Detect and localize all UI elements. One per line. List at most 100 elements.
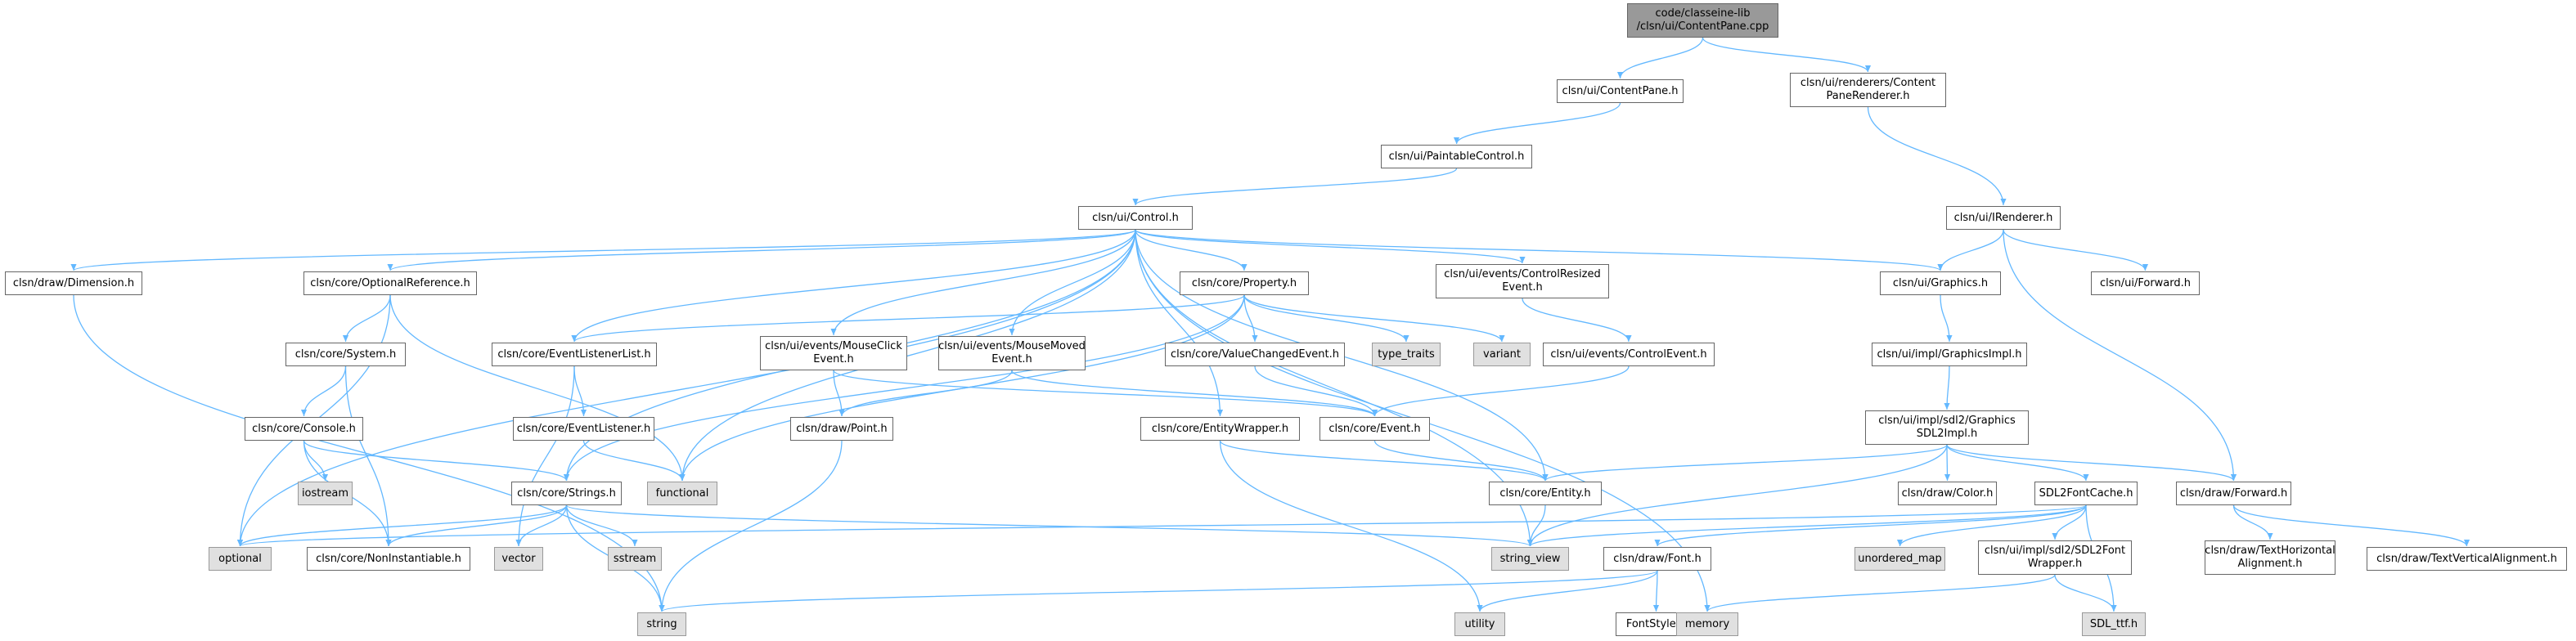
node-utility[interactable]: utility (1454, 612, 1505, 636)
node-entity-h[interactable]: clsn/core/Entity.h (1489, 482, 1602, 505)
node-iostream[interactable]: iostream (298, 482, 353, 505)
edge-point-h-to-string (659, 440, 843, 612)
edge-mousemovedevent-h-to-event-h (1011, 370, 1378, 417)
edge-control-h-to-mousemovedevent-h (1009, 229, 1136, 336)
edge-root-to-contentpanerenderer-h (1702, 37, 1872, 73)
edge-sdl2fontcache-h-to-font-h (1654, 504, 2087, 547)
edge-contentpanerenderer-h-to-irenderer-h (1867, 106, 2007, 206)
edge-font-h-to-fontstyle-h (1652, 570, 1660, 612)
node-strings-h[interactable]: clsn/core/Strings.h (511, 482, 622, 505)
edge-controlresizedevent-h-to-controlevent-h (1522, 298, 1632, 343)
edge-graphicsimpl-h-to-graphicssdl2impl-h (1944, 365, 1950, 410)
edge-sdl2fontcache-h-to-sdl2fontwrapper-h (2052, 504, 2087, 540)
node-contentpane-h[interactable]: clsn/ui/ContentPane.h (1557, 79, 1684, 103)
edge-graphicssdl2impl-h-to-color-h (1944, 444, 1951, 482)
edge-console-h-to-strings-h (303, 440, 570, 482)
node-optional[interactable]: optional (209, 547, 272, 571)
node-system-h[interactable]: clsn/core/System.h (285, 343, 406, 366)
node-point-h[interactable]: clsn/draw/Point.h (790, 417, 893, 441)
node-sdl-ttf-h[interactable]: SDL_ttf.h (2082, 612, 2146, 636)
edge-control-h-to-controlresizedevent-h (1135, 229, 1526, 264)
node-valuechangedevent-h[interactable]: clsn/core/ValueChangedEvent.h (1165, 343, 1345, 366)
edge-irenderer-h-to-ui-forward-h (2003, 229, 2149, 271)
edge-strings-h-to-noninstantiable-h (385, 504, 568, 547)
edge-control-h-to-optional (236, 229, 1136, 547)
node-mousemovedevent-h[interactable]: clsn/ui/events/MouseMoved Event.h (938, 336, 1086, 370)
node-mouseclickevent-h[interactable]: clsn/ui/events/MouseClick Event.h (760, 336, 907, 370)
node-event-h[interactable]: clsn/core/Event.h (1319, 417, 1430, 441)
node-sstream[interactable]: sstream (608, 547, 662, 571)
node-color-h[interactable]: clsn/draw/Color.h (1898, 482, 1997, 505)
node-eventlistener-h[interactable]: clsn/core/EventListener.h (513, 417, 654, 441)
edge-control-h-to-optionalreference-h (387, 229, 1136, 271)
node-unordered-map[interactable]: unordered_map (1854, 547, 1945, 571)
node-property-h[interactable]: clsn/core/Property.h (1180, 271, 1309, 295)
edge-entitywrapper-h-to-entity-h (1219, 440, 1549, 482)
node-irenderer-h[interactable]: clsn/ui/IRenderer.h (1946, 206, 2061, 230)
edge-optionalreference-h-to-system-h (342, 294, 391, 343)
node-memory[interactable]: memory (1676, 612, 1738, 636)
edge-sdl2fontcache-h-to-unordered-map (1896, 504, 2087, 547)
edge-property-h-to-strings-h (563, 294, 1245, 482)
node-sdl2fontwrapper-h[interactable]: clsn/ui/impl/sdl2/SDL2Font Wrapper.h (1978, 540, 2132, 575)
node-dimension-h[interactable]: clsn/draw/Dimension.h (5, 271, 142, 295)
node-type-traits[interactable]: type_traits (1372, 343, 1441, 366)
node-textverticalalignment-h[interactable]: clsn/draw/TextVerticalAlignment.h (2367, 547, 2567, 571)
node-root[interactable]: code/classeine-lib /clsn/ui/ContentPane.… (1627, 3, 1778, 38)
edge-font-h-to-utility (1477, 570, 1658, 612)
edge-control-h-to-dimension-h (70, 229, 1136, 271)
edge-control-h-to-functional (679, 229, 1136, 482)
node-paintablecontrol-h[interactable]: clsn/ui/PaintableControl.h (1381, 145, 1532, 168)
edge-system-h-to-noninstantiable-h (344, 365, 392, 547)
edge-eventlistener-h-to-functional (582, 440, 686, 482)
node-string-view[interactable]: string_view (1491, 547, 1569, 571)
node-font-h[interactable]: clsn/draw/Font.h (1603, 547, 1711, 571)
edge-system-h-to-console-h (300, 365, 347, 417)
edge-property-h-to-type-traits (1243, 294, 1409, 343)
edge-control-h-to-eventlistenerlist-h (571, 229, 1136, 343)
edge-sdl2fontcache-h-to-optional (237, 504, 2087, 547)
edge-control-h-to-entitywrapper-h (1135, 229, 1224, 417)
node-graphics-h[interactable]: clsn/ui/Graphics.h (1880, 271, 2001, 295)
edge-mousemovedevent-h-to-point-h (838, 370, 1013, 417)
edge-strings-h-to-vector (515, 504, 568, 547)
node-string[interactable]: string (637, 612, 686, 636)
edge-irenderer-h-to-draw-forward-h (2003, 229, 2237, 482)
edge-graphics-h-to-graphicsimpl-h (1940, 294, 1953, 343)
node-graphicssdl2impl-h[interactable]: clsn/ui/impl/sdl2/Graphics SDL2Impl.h (1865, 410, 2029, 445)
node-draw-forward-h[interactable]: clsn/draw/Forward.h (2176, 482, 2291, 505)
edge-property-h-to-valuechangedevent-h (1243, 294, 1258, 343)
node-control-h[interactable]: clsn/ui/Control.h (1078, 206, 1193, 230)
node-sdl2fontcache-h[interactable]: SDL2FontCache.h (2034, 482, 2138, 505)
edge-irenderer-h-to-graphics-h (1937, 229, 2004, 271)
node-vector[interactable]: vector (494, 547, 543, 571)
node-entitywrapper-h[interactable]: clsn/core/EntityWrapper.h (1140, 417, 1300, 441)
edge-entitywrapper-h-to-utility (1219, 440, 1483, 612)
edge-font-h-to-string (659, 570, 1658, 612)
node-optionalreference-h[interactable]: clsn/core/OptionalReference.h (303, 271, 477, 295)
edge-property-h-to-variant (1243, 294, 1505, 343)
edge-console-h-to-iostream (303, 440, 329, 482)
edge-strings-h-to-sstream (565, 504, 638, 547)
node-texthorizontalalignment-h[interactable]: clsn/draw/TextHorizontal Alignment.h (2205, 540, 2335, 575)
edge-eventlistenerlist-h-to-vector (515, 365, 575, 547)
edge-control-h-to-property-h (1135, 229, 1248, 271)
node-console-h[interactable]: clsn/core/Console.h (245, 417, 363, 441)
node-ui-forward-h[interactable]: clsn/ui/Forward.h (2091, 271, 2200, 295)
edge-graphicssdl2impl-h-to-sdl2fontcache-h (1946, 444, 2089, 482)
edge-draw-forward-h-to-texthorizontalalignment-h (2232, 504, 2273, 540)
node-controlresizedevent-h[interactable]: clsn/ui/events/ControlResized Event.h (1436, 264, 1609, 298)
node-noninstantiable-h[interactable]: clsn/core/NonInstantiable.h (307, 547, 470, 571)
edge-controlevent-h-to-event-h (1371, 365, 1630, 417)
node-variant[interactable]: variant (1473, 343, 1531, 366)
node-contentpanerenderer-h[interactable]: clsn/ui/renderers/Content PaneRenderer.h (1790, 73, 1946, 107)
node-eventlistenerlist-h[interactable]: clsn/core/EventListenerList.h (492, 343, 657, 366)
edge-valuechangedevent-h-to-event-h (1254, 365, 1378, 417)
node-functional[interactable]: functional (647, 482, 717, 505)
edge-contentpane-h-to-paintablecontrol-h (1453, 102, 1621, 145)
node-graphicsimpl-h[interactable]: clsn/ui/impl/GraphicsImpl.h (1872, 343, 2027, 366)
edge-control-h-to-mouseclickevent-h (830, 229, 1136, 336)
node-controlevent-h[interactable]: clsn/ui/events/ControlEvent.h (1543, 343, 1715, 366)
edge-sdl2fontwrapper-h-to-memory (1704, 574, 2056, 612)
